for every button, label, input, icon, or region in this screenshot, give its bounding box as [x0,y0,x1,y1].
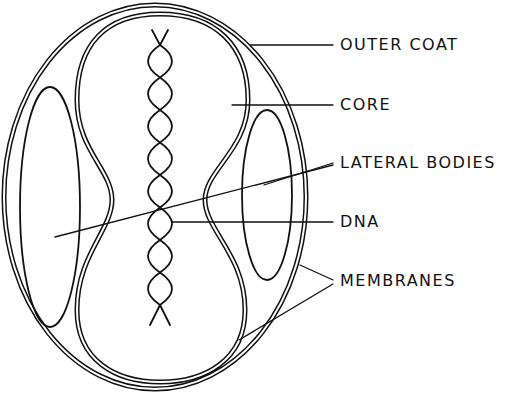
part-label: LATERAL BODIES [340,153,496,173]
part-label: MEMBRANES [340,271,456,291]
leader-line [239,284,333,340]
leader-line [232,104,333,105]
label-slot: MEMBRANES [340,271,456,291]
lateral-body [20,87,80,327]
core-membrane-gap [77,14,248,382]
part-label: DNA [340,212,380,232]
leader-line [55,165,333,237]
outer-coat-gap [4,5,306,389]
part-label: CORE [340,95,391,115]
label-slot: CORE [340,95,391,115]
part-label: OUTER COAT [340,35,458,55]
lateral-body [242,110,292,280]
leader-line [172,221,333,222]
label-slot: DNA [340,212,380,232]
leader-line [250,44,333,45]
dna-strand [148,30,172,325]
label-slot: LATERAL BODIES [340,153,496,173]
label-slot: OUTER COAT [340,35,458,55]
leader-line [300,265,333,280]
core-membrane [77,14,248,382]
dna-strand [148,30,172,325]
outer-coat [4,5,306,389]
